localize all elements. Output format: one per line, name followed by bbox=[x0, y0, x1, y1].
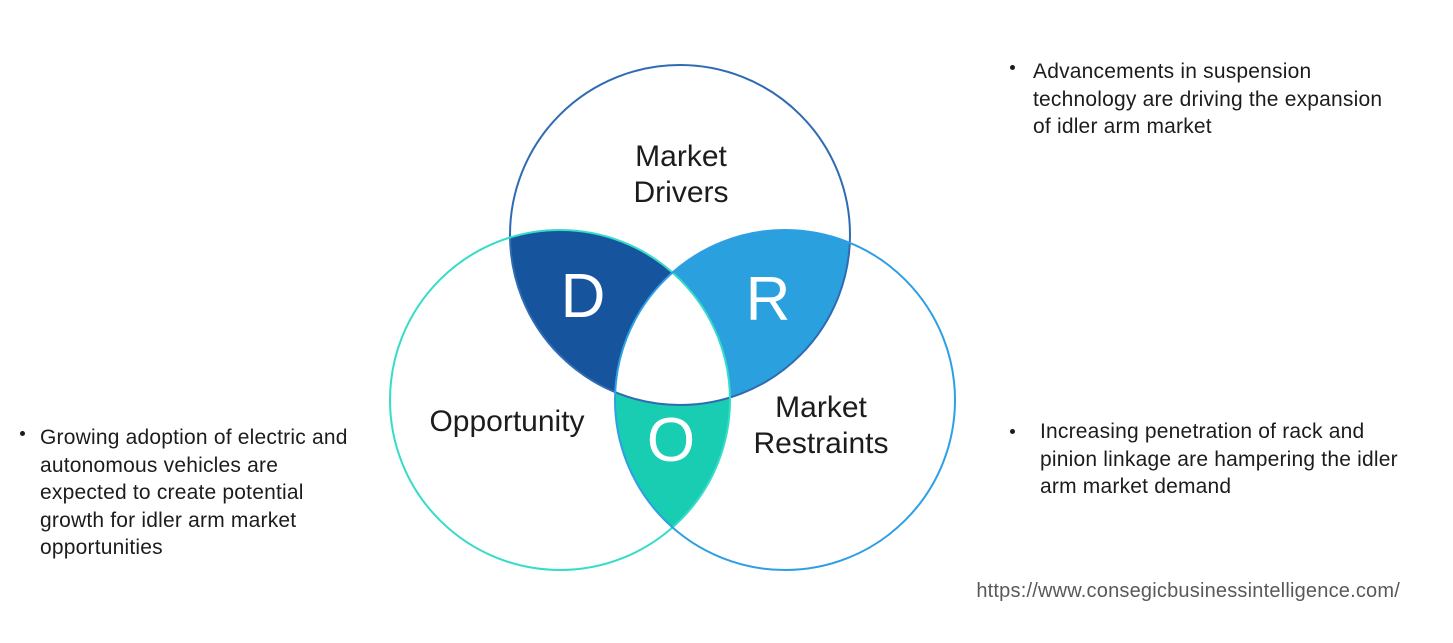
restraints-label-line-1: Market bbox=[775, 391, 867, 424]
source-url: https://www.consegicbusinessintelligence… bbox=[976, 580, 1400, 602]
drivers-circle bbox=[509, 64, 851, 406]
opportunity-annotation: Growing adoption of electric and autonom… bbox=[20, 424, 348, 562]
drivers-label-line-2: Drivers bbox=[634, 176, 729, 209]
driver-annotation: Advancements in suspension technology ar… bbox=[1010, 58, 1382, 141]
restraints-circle bbox=[614, 229, 956, 571]
opportunity-label: Opportunity bbox=[429, 405, 584, 438]
restraints-label-line-2: Restraints bbox=[753, 427, 888, 460]
d-letter: D bbox=[561, 262, 606, 331]
bullet-dot-icon bbox=[1010, 429, 1015, 434]
bullet-dot-icon bbox=[20, 431, 25, 436]
triple-overlap-center bbox=[615, 230, 730, 405]
restraint-annotation-text: Increasing penetration of rack and pinio… bbox=[1040, 420, 1398, 498]
o-letter: O bbox=[647, 406, 695, 475]
bullet-dot-icon bbox=[1010, 65, 1015, 70]
restraint-annotation: Increasing penetration of rack and pinio… bbox=[1010, 418, 1398, 501]
driver-annotation-text: Advancements in suspension technology ar… bbox=[1033, 60, 1383, 138]
r-letter: R bbox=[746, 265, 791, 334]
drivers-label-line-1: Market bbox=[635, 140, 727, 173]
opportunity-circle bbox=[389, 229, 731, 571]
opportunity-annotation-text: Growing adoption of electric and autonom… bbox=[40, 426, 348, 559]
